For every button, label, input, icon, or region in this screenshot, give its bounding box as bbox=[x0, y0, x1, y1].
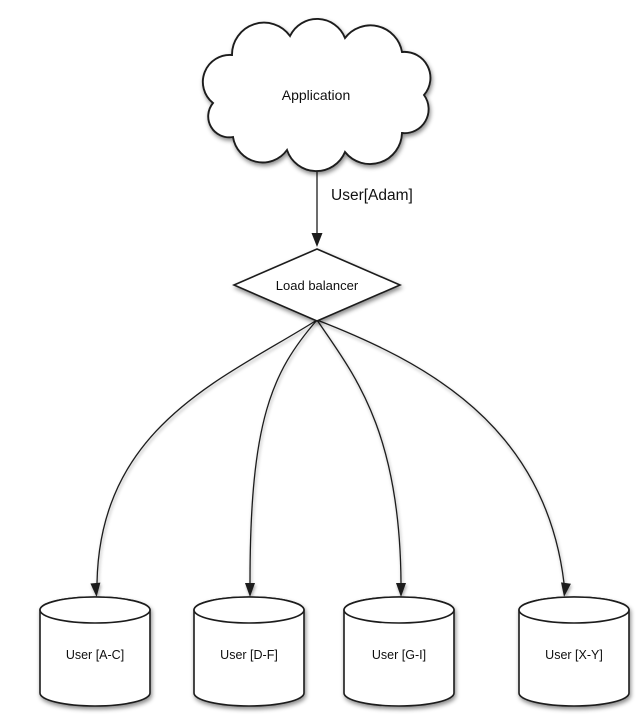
shard-3-node: User [G-I] bbox=[343, 596, 455, 707]
shard-3-cylinder-top bbox=[343, 596, 455, 624]
lb-to-shard-4-edge bbox=[316, 319, 565, 584]
load-balancer-label: Load balancer bbox=[276, 278, 359, 293]
shard-nodes: User [A-C] User [D-F] User [G-I] User [X… bbox=[39, 596, 630, 707]
shard-1-cylinder-top bbox=[39, 596, 151, 624]
lb-to-shard-3-edge bbox=[316, 319, 402, 584]
shard-4-label: User [X-Y] bbox=[545, 648, 603, 662]
shard-1-label: User [A-C] bbox=[66, 648, 124, 662]
app-to-lb-arrowhead bbox=[311, 233, 323, 247]
application-cloud-shape bbox=[201, 18, 432, 173]
app-to-lb-edge-label: User[Adam] bbox=[331, 187, 413, 204]
shard-1-node: User [A-C] bbox=[39, 596, 151, 707]
lb-to-shard-2-edge bbox=[249, 319, 318, 584]
app-to-lb-edge: User[Adam] bbox=[311, 157, 413, 247]
shard-4-cylinder-top bbox=[518, 596, 630, 624]
shard-3-label: User [G-I] bbox=[372, 648, 426, 662]
application-label: Application bbox=[282, 87, 351, 103]
lb-to-shard-2-arrowhead bbox=[245, 583, 255, 597]
lb-to-shard-3-arrowhead bbox=[396, 583, 406, 597]
load-balancer-node: Load balancer bbox=[231, 248, 403, 322]
lb-to-shard-1-edge bbox=[96, 319, 318, 584]
lb-to-shard-4-arrowhead bbox=[561, 582, 571, 597]
shard-2-cylinder-top bbox=[193, 596, 305, 624]
lb-to-shard-edges bbox=[90, 319, 571, 597]
shard-2-node: User [D-F] bbox=[193, 596, 305, 707]
shard-4-node: User [X-Y] bbox=[518, 596, 630, 707]
lb-to-shard-1-arrowhead bbox=[90, 582, 101, 597]
shard-2-label: User [D-F] bbox=[220, 648, 278, 662]
load-balancer-diamond-shape bbox=[231, 248, 403, 322]
application-node: Application bbox=[201, 18, 432, 173]
